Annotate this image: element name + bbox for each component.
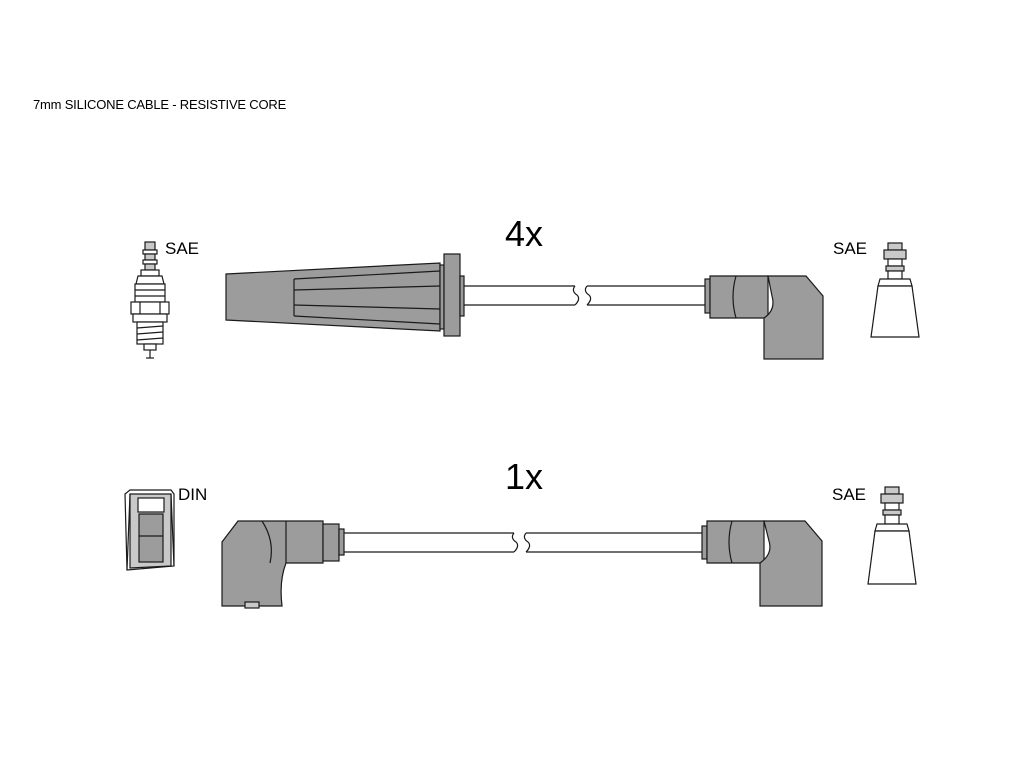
terminal-label-bottom-right: SAE	[832, 485, 867, 504]
quantity-label-bottom: 1x	[505, 456, 544, 497]
distributor-boot-angled-top	[704, 275, 824, 360]
spark-plug-icon	[130, 241, 170, 359]
sae-terminal-icon-top	[870, 242, 920, 338]
terminal-label-top-right: SAE	[833, 239, 868, 258]
plug-boot-straight	[225, 253, 465, 337]
plug-boot-angled-bottom	[221, 520, 345, 609]
diagram-caption: 7mm SILICONE CABLE - RESISTIVE CORE	[33, 97, 287, 112]
terminal-label-bottom-left: DIN	[178, 485, 208, 504]
cable-top	[464, 285, 705, 306]
cable-bottom	[344, 532, 702, 553]
sae-terminal-icon-bottom	[867, 486, 917, 585]
din-terminal-icon	[124, 489, 175, 571]
terminal-label-top-left: SAE	[165, 239, 200, 258]
distributor-boot-angled-bottom	[701, 520, 823, 607]
quantity-label-top: 4x	[505, 213, 544, 254]
